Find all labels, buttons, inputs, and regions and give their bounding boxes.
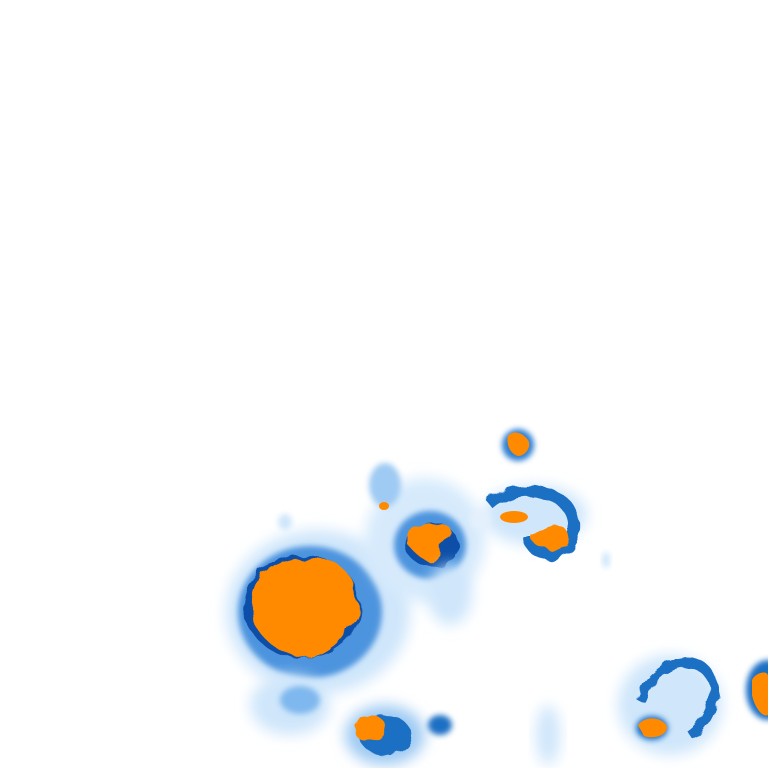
speck [470, 510, 490, 530]
blob-top [502, 429, 534, 461]
speck [278, 514, 292, 530]
blob-ring-core [532, 523, 570, 551]
speck [602, 552, 610, 568]
blob-ring [483, 484, 587, 560]
blob-large-core [252, 557, 359, 658]
blob-top-core [507, 432, 530, 456]
blob-bottom-center [345, 705, 560, 765]
blob-edge-right [746, 660, 768, 720]
blob-large [226, 530, 410, 694]
blob-bottom-right [618, 655, 722, 755]
blob-bottom-right-core [638, 718, 668, 738]
blob-edge-right-core [752, 672, 768, 716]
halo-bottom-left [250, 675, 330, 735]
blob-bottom-center-core [354, 715, 387, 742]
blob-middle-core [408, 523, 452, 563]
blob-middle [365, 463, 485, 625]
